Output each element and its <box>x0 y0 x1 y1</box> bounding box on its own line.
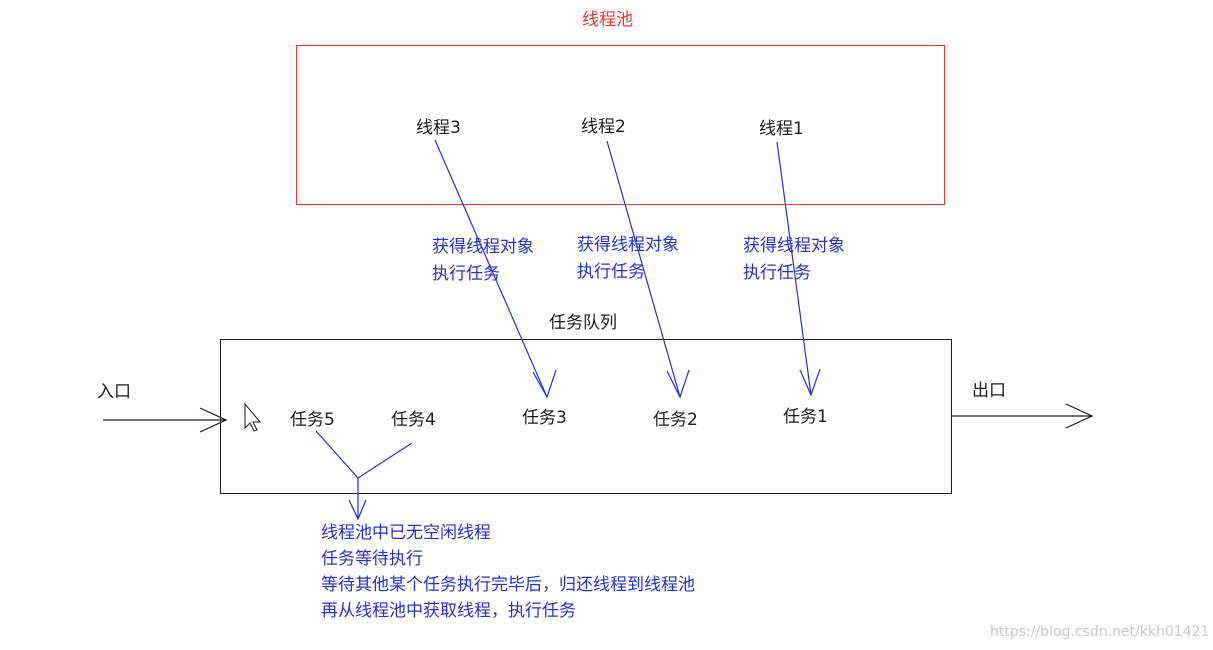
step-line: 执行任务 <box>432 264 500 284</box>
task-4-label: 任务4 <box>391 410 436 430</box>
task-2-label: 任务2 <box>653 410 698 430</box>
entry-label: 入口 <box>97 382 131 402</box>
waiting-note: 线程池中已无空闲线程 任务等待执行 等待其他某个任务执行完毕后，归还线程到线程池… <box>321 520 695 624</box>
thread-2-to-task-2-arrow <box>606 140 690 399</box>
task-5-label: 任务5 <box>290 410 335 430</box>
step-annotation-thread-1: 获得线程对象 执行任务 <box>743 233 845 287</box>
watermark: https://blog.csdn.net/kkh01421 <box>990 624 1210 640</box>
step-line: 执行任务 <box>577 262 645 282</box>
waiting-tasks-connector <box>315 430 413 521</box>
step-line: 获得线程对象 <box>432 237 534 257</box>
note-line: 线程池中已无空闲线程 <box>321 523 491 543</box>
note-line: 再从线程池中获取线程，执行任务 <box>321 601 576 621</box>
thread-1-to-task-1-arrow <box>776 141 821 397</box>
step-line: 获得线程对象 <box>577 235 679 255</box>
task-queue-title: 任务队列 <box>549 313 617 333</box>
task-1-label: 任务1 <box>783 407 828 427</box>
thread-3-label: 线程3 <box>416 118 461 138</box>
note-line: 任务等待执行 <box>321 549 423 569</box>
exit-label: 出口 <box>972 381 1006 401</box>
mouse-cursor-icon <box>244 402 262 432</box>
step-line: 获得线程对象 <box>743 236 845 256</box>
thread-3-to-task-3-arrow <box>434 139 557 399</box>
step-annotation-thread-3: 获得线程对象 执行任务 <box>432 234 534 288</box>
note-line: 等待其他某个任务执行完毕后，归还线程到线程池 <box>321 575 695 595</box>
step-annotation-thread-2: 获得线程对象 执行任务 <box>577 232 679 286</box>
thread-pool-box <box>296 45 945 205</box>
thread-2-label: 线程2 <box>581 117 626 137</box>
task-3-label: 任务3 <box>522 408 567 428</box>
thread-pool-title: 线程池 <box>582 10 633 30</box>
thread-1-label: 线程1 <box>759 119 804 139</box>
entry-arrow <box>103 407 228 433</box>
exit-arrow <box>951 403 1094 429</box>
